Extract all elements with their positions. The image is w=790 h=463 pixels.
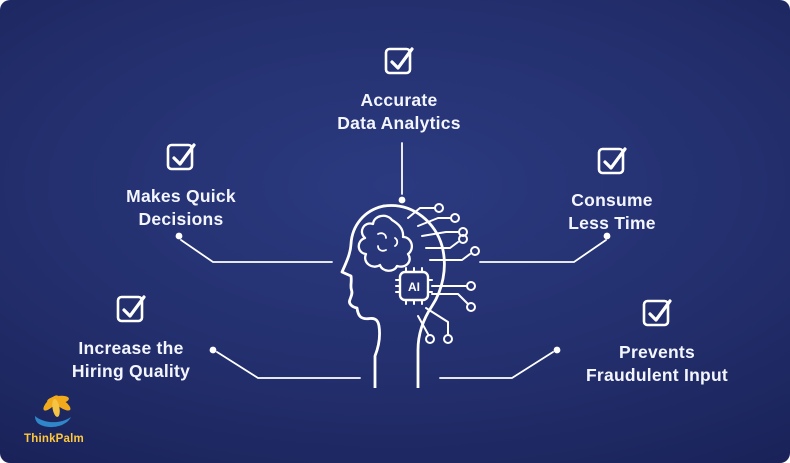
connector-right-upper	[479, 239, 607, 263]
benefit-consume-less-time: Consume Less Time	[527, 140, 697, 235]
ai-chip-label: AI	[408, 280, 420, 294]
benefit-prevents-fraudulent-input: Prevents Fraudulent Input	[572, 292, 742, 387]
thinkpalm-logo: ThinkPalm	[16, 390, 92, 445]
benefit-label: Makes Quick Decisions	[126, 186, 236, 230]
benefit-label: Increase the Hiring Quality	[71, 338, 191, 382]
ai-head-illustration: AI	[322, 198, 492, 393]
checkbox-icon	[381, 40, 417, 81]
checkbox-icon	[113, 288, 149, 329]
checkbox-icon	[163, 136, 199, 177]
connector-dot	[553, 346, 561, 354]
ai-chip-pins	[395, 267, 433, 305]
brain-fold	[377, 232, 387, 239]
benefit-label: Accurate Data Analytics	[337, 90, 461, 134]
benefit-accurate-data-analytics: Accurate Data Analytics	[314, 40, 484, 135]
brain-fold	[377, 245, 387, 252]
checkbox-icon	[639, 292, 675, 333]
benefit-increase-hiring-quality: Increase the Hiring Quality	[46, 288, 216, 383]
brain-icon	[357, 214, 414, 272]
thinkpalm-logo-mark	[35, 395, 71, 428]
brain-fold	[394, 237, 399, 247]
connector-dot	[175, 232, 183, 240]
checkbox-icon	[594, 140, 630, 181]
connector-left-upper	[180, 239, 333, 263]
benefit-makes-quick-decisions: Makes Quick Decisions	[96, 136, 266, 231]
benefit-label: Consume Less Time	[568, 190, 656, 234]
circuit-nodes	[425, 203, 480, 344]
thinkpalm-brand-text: ThinkPalm	[24, 433, 84, 445]
head-back-outline	[382, 204, 446, 390]
benefit-label: Prevents Fraudulent Input	[585, 342, 729, 386]
circuit-traces	[407, 207, 471, 335]
head-profile-outline	[340, 204, 386, 390]
